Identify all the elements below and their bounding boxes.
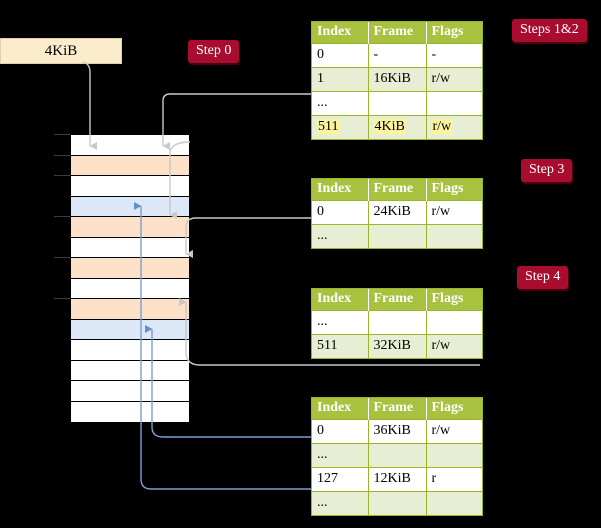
table-cell: 36KiB: [368, 418, 427, 443]
table-row: ...: [312, 90, 482, 115]
table-row: ...: [312, 223, 482, 248]
table-cell: 12KiB: [368, 466, 427, 491]
table-cell: r/w: [426, 66, 482, 91]
table-cell: 511: [312, 333, 369, 358]
table-cell: 24KiB: [368, 199, 427, 224]
table-cell: [426, 309, 482, 334]
table-row: ...: [312, 309, 482, 334]
column-header-frame: Frame: [368, 22, 427, 43]
column-header-frame: Frame: [368, 179, 427, 200]
memory-row-page-table: [71, 299, 189, 320]
table-row: ...: [312, 490, 482, 515]
table-cell: r: [426, 466, 482, 491]
table-row: ...: [312, 442, 482, 467]
table-cell: -: [426, 42, 482, 67]
table-cell: [368, 490, 427, 515]
virtual-address-block: 4KiB: [0, 38, 122, 64]
table-cell: [426, 223, 482, 248]
table-cell: [368, 223, 427, 248]
column-header-frame: Frame: [368, 398, 427, 419]
table-cell: 32KiB: [368, 333, 427, 358]
memory-row-empty: [71, 381, 189, 402]
table-cell: ...: [312, 442, 369, 467]
column-header-flags: Flags: [426, 22, 482, 43]
memory-row-empty: [71, 401, 189, 422]
column-header-flags: Flags: [426, 179, 482, 200]
column-header-index: Index: [312, 179, 369, 200]
memory-row-empty: [71, 237, 189, 258]
table-cell: ...: [312, 223, 369, 248]
virtual-address-block-label: 4KiB: [44, 42, 78, 59]
memory-row-empty: [71, 176, 189, 197]
table-cell: r/w: [426, 114, 482, 139]
memory-row-empty: [71, 135, 189, 156]
memory-row-empty: [71, 360, 189, 381]
memory-row-empty: [71, 340, 189, 361]
memory-tick: [54, 154, 70, 156]
table-cell: [368, 309, 427, 334]
column-header-flags: Flags: [426, 289, 482, 310]
memory-tick: [54, 257, 70, 258]
column-header-index: Index: [312, 22, 369, 43]
table-cell: [368, 90, 427, 115]
column-header-flags: Flags: [426, 398, 482, 419]
column-header-frame: Frame: [368, 289, 427, 310]
table-cell: ...: [312, 490, 369, 515]
memory-tick: [54, 134, 70, 135]
table-cell: ...: [312, 90, 369, 115]
table-cell: 16KiB: [368, 66, 427, 91]
memory-row-page-table: [71, 155, 189, 176]
step-badge-step12: Steps 1&2: [512, 19, 587, 42]
table-cell: 1: [312, 66, 369, 91]
table-cell: 0: [312, 418, 369, 443]
step-badge-step3: Step 3: [521, 159, 573, 182]
table-cell: ...: [312, 309, 369, 334]
table-cell: r/w: [426, 418, 482, 443]
highlighted-value: 4KiB: [373, 119, 406, 135]
table-cell: 0: [312, 42, 369, 67]
memory-row-page-table: [71, 258, 189, 279]
physical-memory-column: [70, 134, 190, 422]
table-cell: 511: [312, 114, 369, 139]
highlighted-value: 511: [317, 119, 340, 135]
table-row: 0--: [312, 42, 482, 67]
table-cell: r/w: [426, 199, 482, 224]
memory-row-frame: [71, 319, 189, 340]
table-cell: [426, 490, 482, 515]
highlighted-value: r/w: [431, 119, 453, 135]
table-cell: r/w: [426, 333, 482, 358]
step-badge-step4: Step 4: [517, 266, 569, 289]
column-header-index: Index: [312, 398, 369, 419]
step-badge-step0: Step 0: [188, 40, 240, 63]
table-cell: [368, 442, 427, 467]
table-row: 511 4KiB r/w: [312, 114, 482, 139]
memory-row-frame: [71, 196, 189, 217]
memory-row-empty: [71, 278, 189, 299]
memory-tick: [54, 298, 70, 299]
column-header-index: Index: [312, 289, 369, 310]
memory-tick: [54, 216, 70, 217]
memory-row-page-table: [71, 217, 189, 238]
table-cell: [426, 90, 482, 115]
table-cell: 127: [312, 466, 369, 491]
table-cell: 4KiB: [368, 114, 427, 139]
table-cell: -: [368, 42, 427, 67]
table-cell: 0: [312, 199, 369, 224]
memory-tick: [54, 175, 70, 176]
table-cell: [426, 442, 482, 467]
